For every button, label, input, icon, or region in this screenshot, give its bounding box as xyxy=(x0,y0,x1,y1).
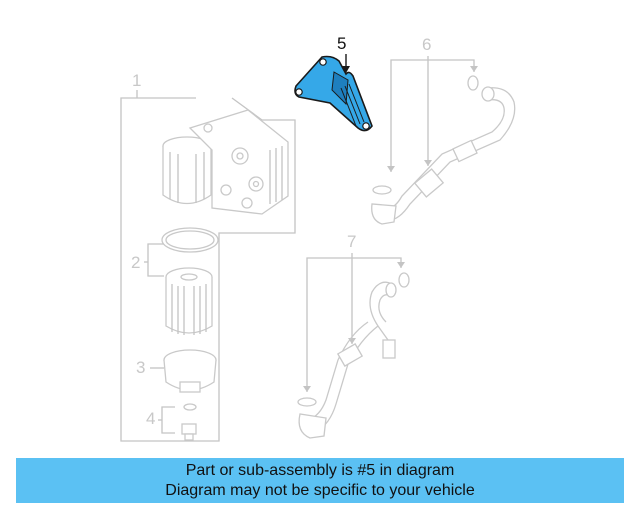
banner-line-2: Diagram may not be specific to your vehi… xyxy=(165,482,475,499)
callout-7-bracket xyxy=(306,257,402,392)
callout-7[interactable]: 7 xyxy=(347,232,356,251)
callout-4-bracket xyxy=(161,406,175,434)
banner-line-1: Part or sub-assembly is #5 in diagram xyxy=(185,462,455,479)
callout-6-arrowhead-mid xyxy=(424,160,432,166)
callout-3[interactable]: 3 xyxy=(136,358,145,377)
callout-5[interactable]: 5 xyxy=(337,34,346,53)
housing-gasket[interactable] xyxy=(161,227,219,253)
callout-7-arrowhead-right xyxy=(397,262,405,268)
drain-plug-seal[interactable] xyxy=(183,403,197,411)
oil-filter-element[interactable] xyxy=(165,267,213,335)
drain-plug[interactable] xyxy=(181,423,197,441)
callout-6-arrowhead-left xyxy=(387,166,395,172)
callout-7-arrowhead-left xyxy=(303,386,311,392)
callout-5-arrowhead xyxy=(342,66,350,73)
upper-oil-line[interactable] xyxy=(371,86,516,225)
oil-filter-housing[interactable] xyxy=(162,109,289,215)
callout-2[interactable]: 2 xyxy=(131,253,140,272)
callout-1[interactable]: 1 xyxy=(132,71,141,90)
info-banner: Part or sub-assembly is #5 in diagram Di… xyxy=(16,458,624,503)
callout-2-bracket xyxy=(147,243,164,277)
lower-oil-line[interactable] xyxy=(298,281,397,439)
upper-line-o-ring-top[interactable] xyxy=(467,75,479,91)
callout-4[interactable]: 4 xyxy=(146,409,155,428)
housing-gasket-inner xyxy=(165,230,215,250)
oil-filter-cap[interactable] xyxy=(163,349,217,393)
assembly-1-frame xyxy=(120,97,296,442)
callout-6-arrowhead-right xyxy=(470,66,478,72)
lower-line-o-ring-top[interactable] xyxy=(398,272,410,288)
upper-line-o-ring-bottom[interactable] xyxy=(372,185,392,195)
mounting-bracket-part-5[interactable] xyxy=(294,55,373,132)
callout-6[interactable]: 6 xyxy=(422,35,431,54)
lower-line-o-ring-bottom[interactable] xyxy=(297,397,317,407)
